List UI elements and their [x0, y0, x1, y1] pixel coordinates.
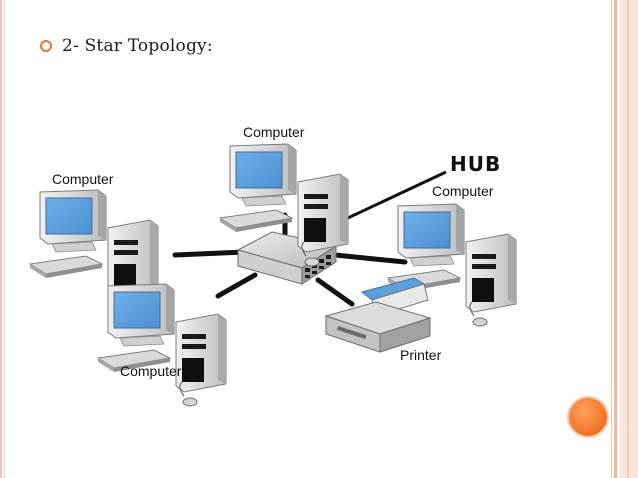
label-computer-right: Computer: [432, 183, 494, 199]
bullet-text: 2- Star Topology:: [62, 36, 213, 56]
orange-circle-icon[interactable]: [569, 398, 607, 436]
label-computer-left: Computer: [52, 171, 114, 187]
printer: [324, 277, 432, 353]
left-decor-bar-thin: [4, 0, 5, 478]
left-decor-bar: [0, 0, 2, 478]
right-decor-band: [620, 0, 638, 478]
right-decor-bar: [614, 0, 617, 478]
label-hub: HUB: [450, 152, 501, 176]
right-decor-bar-thin: [611, 0, 612, 478]
right-decor-bar-inner: [627, 0, 629, 478]
computer-right: [387, 203, 517, 327]
label-computer-top: Computer: [243, 124, 305, 140]
hollow-circle-bullet-icon: [40, 40, 52, 52]
label-computer-bottom: Computer: [120, 363, 182, 379]
computer-bottom-left: [97, 283, 227, 407]
label-printer: Printer: [400, 347, 442, 363]
bullet-item: 2- Star Topology:: [40, 36, 213, 56]
